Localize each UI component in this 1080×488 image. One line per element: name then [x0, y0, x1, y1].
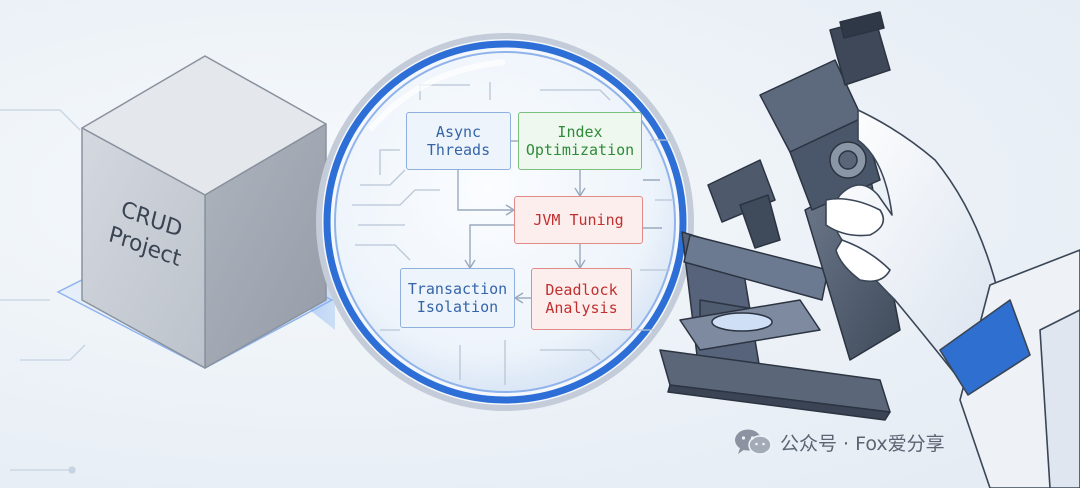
node-index-line1: Index	[557, 123, 603, 141]
flow-arrows	[457, 140, 662, 304]
node-transaction-line2: Isolation	[416, 298, 499, 316]
crud-cube	[81, 55, 327, 369]
node-deadlock-analysis: Deadlock Analysis	[531, 268, 632, 330]
watermark: 公众号 · Fox爱分享	[734, 428, 945, 456]
background-circuit-traces	[0, 109, 86, 474]
lab-coat-sleeve	[939, 249, 1080, 488]
node-async-line2: Threads	[426, 141, 491, 159]
lens-glare	[367, 59, 506, 132]
node-index-optimization: Index Optimization	[518, 112, 642, 170]
wechat-icon	[735, 429, 772, 455]
node-jvm-line1: JVM Tuning	[533, 211, 624, 229]
node-transaction-isolation: Transaction Isolation	[400, 268, 515, 328]
node-deadlock-line2: Analysis	[545, 299, 618, 317]
node-async-line1: Async	[435, 123, 482, 141]
node-jvm-tuning: JVM Tuning	[514, 196, 643, 244]
gloved-hand	[825, 109, 1001, 381]
watermark-text: 公众号 · Fox爱分享	[780, 432, 945, 455]
node-deadlock-line1: Deadlock	[545, 281, 618, 299]
node-transaction-line1: Transaction	[407, 280, 508, 298]
node-index-line2: Optimization	[525, 141, 635, 159]
node-async-threads: Async Threads	[406, 112, 511, 170]
